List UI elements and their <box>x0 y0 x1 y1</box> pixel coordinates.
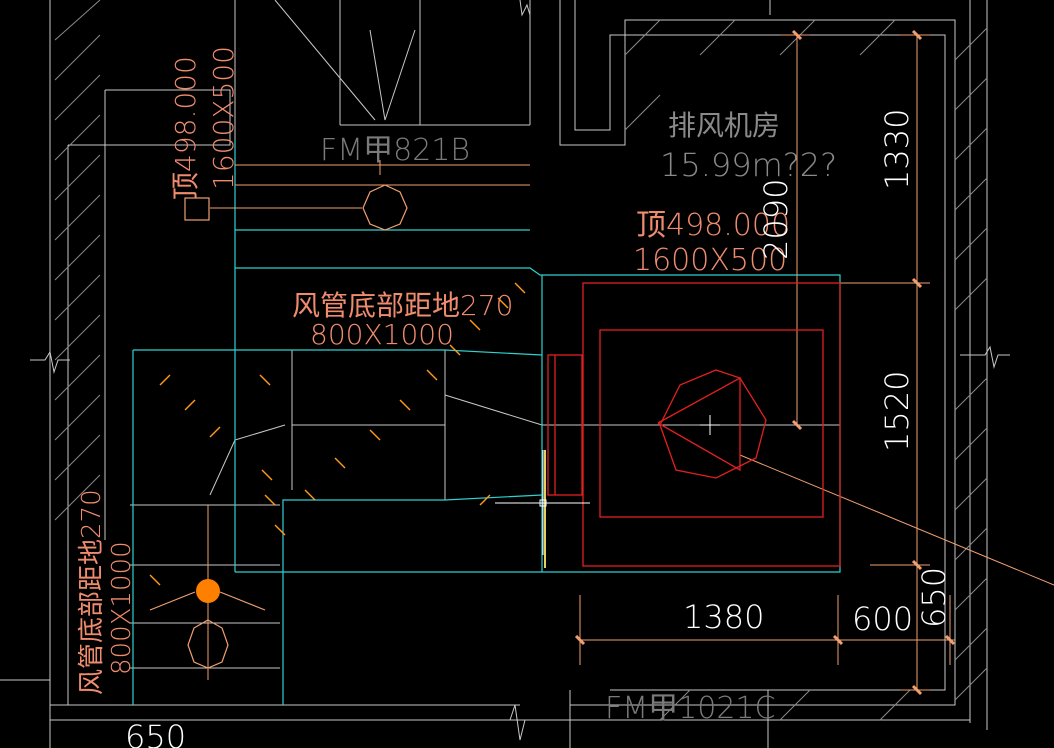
wall-lines <box>0 0 988 748</box>
dim-1380: 1380 <box>683 598 764 636</box>
crosshair-cursor[interactable] <box>495 450 590 555</box>
room-area: 15.99m?2? <box>660 146 837 184</box>
center-cross <box>700 415 720 435</box>
duct-mid-size: 800X1000 <box>310 318 454 351</box>
break-symbols <box>30 0 1010 741</box>
duct-mid-clearance: 风管底部距地270 <box>292 289 513 322</box>
wall-hatching <box>54 0 988 721</box>
duct-left-elevation: 顶498.000 <box>169 56 202 200</box>
air-valve-symbols[interactable] <box>149 184 408 669</box>
dim-2090: 2090 <box>757 179 795 260</box>
duct-left-size: 1600X500 <box>207 46 240 190</box>
dim-1330: 1330 <box>878 109 916 190</box>
dim-1520: 1520 <box>878 371 916 452</box>
fan-icon[interactable] <box>196 579 220 603</box>
insulation-marks <box>149 282 526 586</box>
exhaust-fan-unit[interactable] <box>547 282 841 567</box>
duct-bottom-left-clearance: 风管底部距地270 <box>77 489 107 695</box>
duct-bottom-left-size: 800X1000 <box>107 541 137 675</box>
dim-650-bottom: 650 <box>125 718 186 748</box>
dimension-ticks <box>574 29 956 696</box>
duct-center-elevation: 顶498.000 <box>636 208 790 243</box>
dim-600: 600 <box>852 600 913 638</box>
dim-650-right: 650 <box>915 567 953 628</box>
room-name: 排风机房 <box>668 109 780 142</box>
duct-outline <box>132 140 841 705</box>
duct-center-size: 1600X500 <box>633 243 787 278</box>
door-label-bottom: FM甲1021C <box>605 691 775 726</box>
door-label-top: FM甲821B <box>320 133 470 168</box>
